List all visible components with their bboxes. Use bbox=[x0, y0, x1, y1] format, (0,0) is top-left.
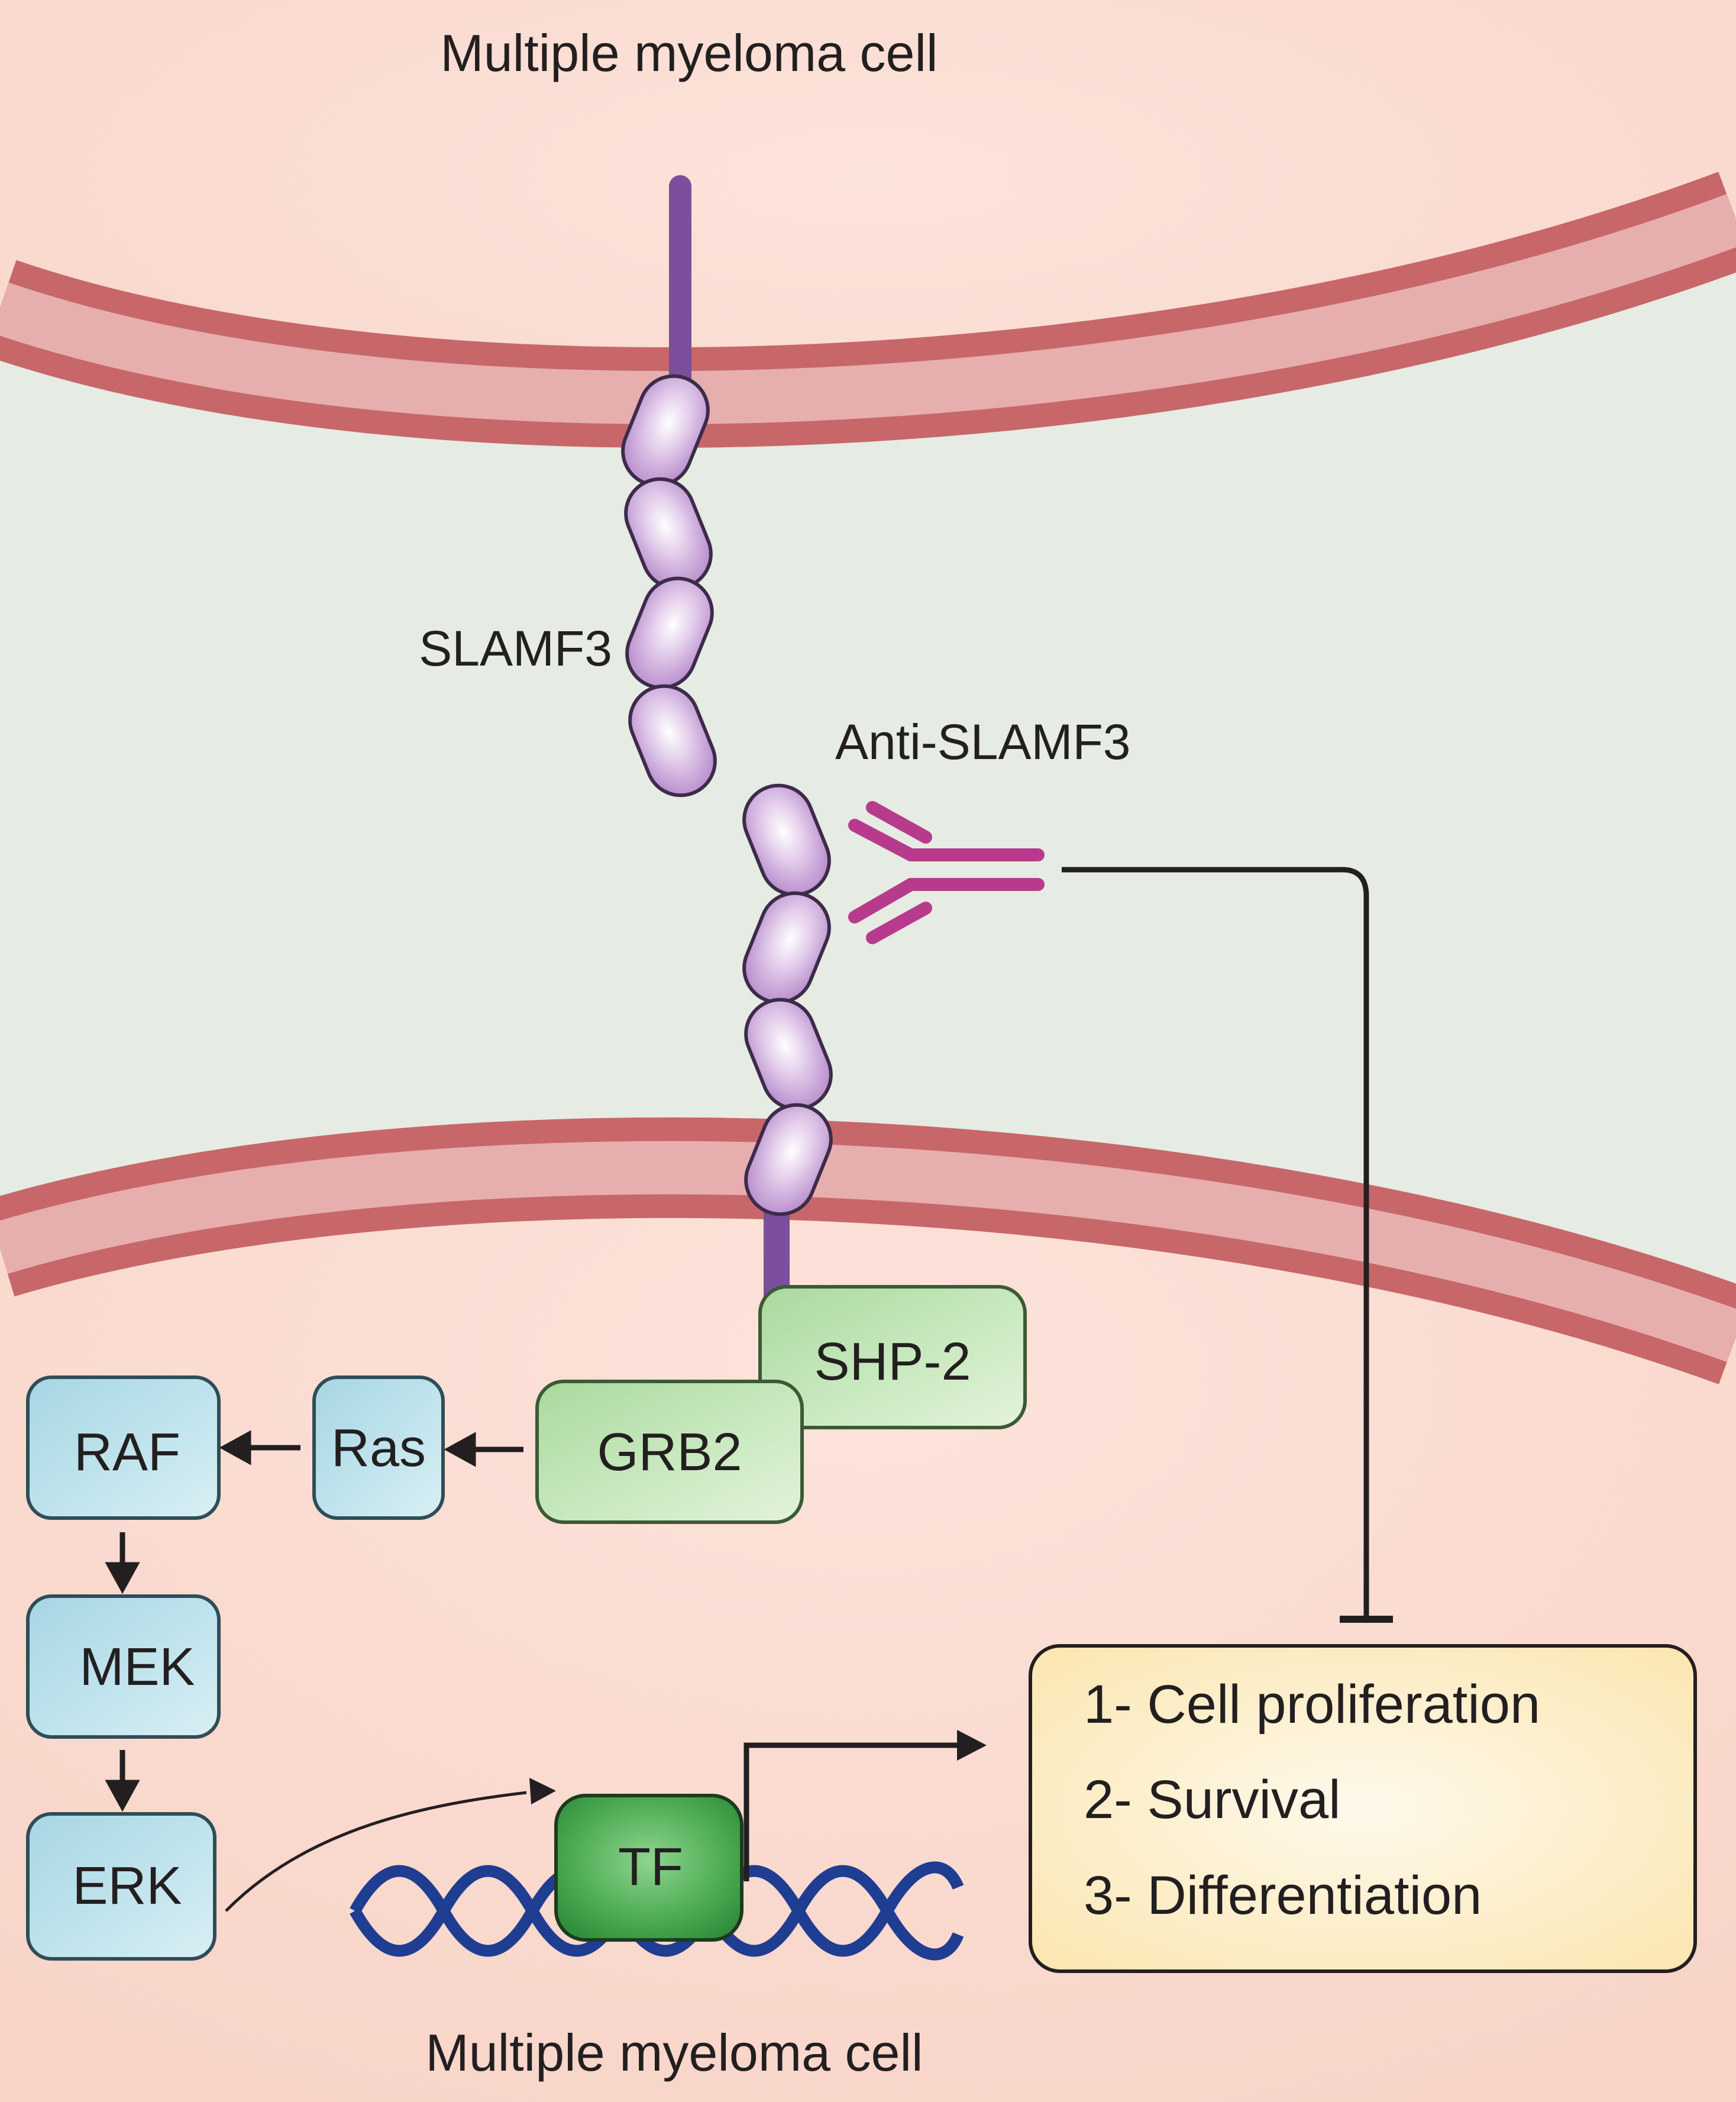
anti-slamf3-label: Anti-SLAMF3 bbox=[835, 714, 1131, 770]
intercellular-space bbox=[0, 219, 1736, 1337]
outcome-item: 1- Cell proliferation bbox=[1084, 1674, 1540, 1735]
slamf3-lower-domains bbox=[742, 783, 833, 1216]
shp2-label: SHP-2 bbox=[814, 1332, 971, 1391]
ras-node bbox=[312, 1375, 445, 1520]
transcription-arrow bbox=[743, 1742, 958, 1881]
grb2-label: GRB2 bbox=[597, 1423, 742, 1482]
slamf3-domain bbox=[628, 684, 717, 797]
grb2-node bbox=[535, 1380, 804, 1524]
tf-label: TF bbox=[618, 1838, 683, 1897]
raf-label: RAF bbox=[74, 1423, 180, 1482]
slamf3-upper-domains bbox=[621, 374, 717, 797]
anti-slamf3-antibody bbox=[848, 801, 1045, 944]
transcription-arrowhead bbox=[957, 1730, 987, 1761]
slamf3-domain bbox=[742, 783, 831, 897]
slamf3-domain bbox=[625, 576, 714, 690]
raf-node bbox=[26, 1375, 221, 1520]
outcome-item: 2- Survival bbox=[1084, 1770, 1341, 1830]
mek-label: MEK bbox=[79, 1638, 195, 1697]
slamf3-label: SLAMF3 bbox=[419, 621, 612, 676]
outcome-item: 3- Differentiation bbox=[1084, 1865, 1482, 1926]
ras-label: Ras bbox=[331, 1419, 426, 1478]
slamf3-domain bbox=[744, 1103, 833, 1216]
inhibition-line bbox=[1062, 867, 1369, 1618]
outcome-box bbox=[1029, 1644, 1697, 1973]
shp2-node bbox=[758, 1285, 1027, 1429]
erk-node bbox=[26, 1812, 216, 1961]
mek-node bbox=[26, 1594, 221, 1739]
cascade-arrows bbox=[105, 1430, 523, 1812]
erk-to-tf-arrow bbox=[225, 1791, 527, 1912]
slamf3-domain bbox=[742, 891, 831, 1005]
bottom-cell-title: Multiple myeloma cell bbox=[425, 2023, 923, 2082]
tf-node bbox=[554, 1794, 743, 1942]
upper-membrane-inner bbox=[0, 193, 1736, 424]
top-cell-title: Multiple myeloma cell bbox=[440, 24, 937, 82]
erk-label: ERK bbox=[72, 1856, 182, 1916]
erk-to-tf-arrowhead bbox=[529, 1778, 556, 1804]
